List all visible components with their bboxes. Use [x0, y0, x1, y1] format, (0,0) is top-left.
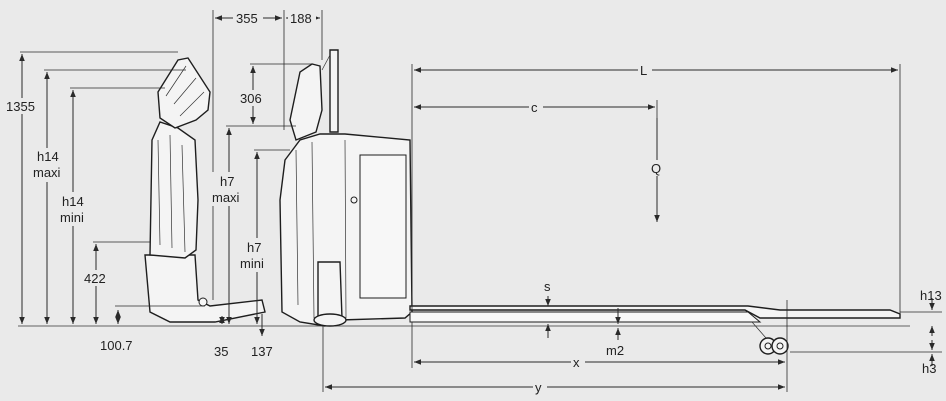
backrest: [289, 63, 323, 141]
door-handle: [350, 196, 358, 204]
label-L: L: [640, 63, 647, 78]
label-h7-maxi-a: h7: [220, 174, 234, 189]
label-1355: 1355: [6, 99, 35, 114]
label-h7-mini-b: mini: [240, 256, 264, 271]
label-h3: h3: [922, 361, 936, 376]
wheel-hub-rear: [776, 342, 784, 350]
label-s: s: [544, 279, 551, 294]
battery-door: [359, 154, 407, 299]
label-h13: h13: [920, 288, 942, 303]
drive-wheel: [313, 313, 347, 327]
rail-detail: [165, 65, 205, 117]
platform-pivot: [198, 297, 208, 307]
handle-link: [321, 54, 331, 71]
guard-detail: [157, 134, 186, 253]
side-guard: [149, 121, 199, 259]
label-h14-mini-b: mini: [60, 210, 84, 225]
label-306: 306: [240, 91, 262, 106]
label-137: 137: [251, 344, 273, 359]
label-h7-mini-a: h7: [247, 240, 261, 255]
front-panel: [317, 261, 343, 319]
truck-illustration: [18, 49, 910, 355]
label-422: 422: [84, 271, 106, 286]
label-h14-mini-a: h14: [62, 194, 84, 209]
label-100-7: 100.7: [100, 338, 133, 353]
wheel-arm: [751, 321, 767, 339]
label-x: x: [573, 355, 580, 370]
label-188: 188: [290, 11, 312, 26]
steering-handle: [329, 49, 339, 133]
label-h14-maxi-b: maxi: [33, 165, 61, 180]
label-y: y: [535, 380, 542, 395]
dimension-labels: 1355 h14 maxi h14 mini 422 100.7 355 188…: [4, 10, 942, 395]
raised-rail: [157, 57, 211, 129]
label-h14-maxi-a: h14: [37, 149, 59, 164]
fork-top: [409, 305, 901, 319]
chassis-panel-lines: [295, 139, 347, 319]
label-355: 355: [236, 11, 258, 26]
operator-platform: [144, 254, 266, 323]
label-h7-maxi-b: maxi: [212, 190, 240, 205]
fork-blade: [409, 311, 762, 323]
label-c: c: [531, 100, 538, 115]
wheel-hub-front: [764, 342, 772, 350]
label-Q: Q: [651, 161, 661, 176]
label-35: 35: [214, 344, 228, 359]
label-m2: m2: [606, 343, 624, 358]
